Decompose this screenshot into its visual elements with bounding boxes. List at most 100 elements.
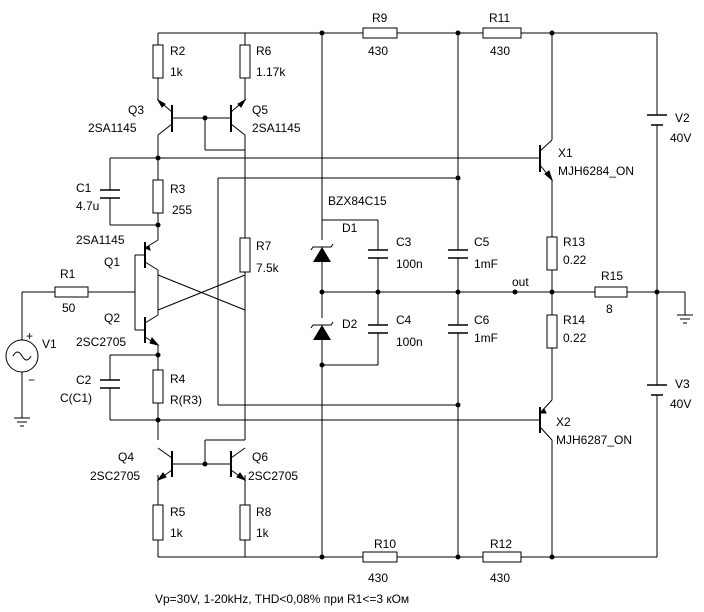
capacitors [100,189,468,389]
r10-value: 430 [368,571,388,585]
q5-model: 2SA1145 [252,121,301,135]
r11-body [482,27,522,39]
transistors [135,98,554,482]
c6-name: C6 [474,313,490,327]
r10-name: R10 [374,537,396,551]
r7-value: 7.5k [256,261,280,275]
d1-name: D1 [342,221,358,235]
d1-bar [310,243,334,251]
q4-model: 2SC2705 [90,469,140,483]
r1-value: 50 [62,301,76,315]
r2-name: R2 [170,44,186,58]
r5-body [152,504,164,541]
r14-body [546,314,558,349]
c2-name: C2 [76,373,92,387]
r8-name: R8 [256,505,272,519]
x1-name: X1 [558,146,573,160]
d2-body [313,325,331,340]
r6-value: 1.17k [256,65,286,79]
c6-value: 1mF [474,331,498,345]
r6-name: R6 [256,44,272,58]
resistors [54,27,628,563]
labels: R9 430 R11 430 R2 1k R6 1.17k Q3 2SA1145… [26,11,691,606]
r14-name: R14 [563,313,585,327]
r15-name: R15 [601,269,623,283]
c1-value: 4.7u [76,199,99,213]
r14-value: 0.22 [563,331,587,345]
q1-symbol [135,239,159,271]
r11-value: 430 [490,44,510,58]
v2-name: V2 [675,111,690,125]
ground-symbol-right [677,314,693,324]
v1-source [5,339,39,373]
r15-value: 8 [606,302,613,316]
v1-plus: + [26,329,33,343]
q3-model: 2SA1145 [88,121,137,135]
r9-name: R9 [372,11,388,25]
q1-name: Q1 [104,255,120,269]
d1-body [313,247,331,262]
r4-name: R4 [170,372,186,386]
r2-body [152,44,164,79]
c5-value: 1mF [474,257,498,271]
q4-symbol [156,447,178,482]
q2-symbol [135,314,160,346]
c2-value: C(C1) [60,391,92,405]
q5-symbol [225,98,247,136]
r13-value: 0.22 [563,253,587,267]
junctions [155,30,660,560]
v3-name: V3 [675,377,690,391]
q3-name: Q3 [128,103,144,117]
r13-name: R13 [563,235,585,249]
r7-body [239,237,251,273]
c4-name: C4 [396,313,412,327]
x2-model: MJH6287_ON [556,433,632,447]
r5-name: R5 [170,505,186,519]
r12-value: 430 [490,571,510,585]
q3-symbol [156,98,178,136]
r4-body [152,369,164,404]
caption: Vp=30V, 1-20kHz, THD<0,08% при R1<=3 кОм [155,592,409,606]
x1-model: MJH6284_ON [558,164,634,178]
r11-name: R11 [489,11,510,25]
v1-name: V1 [42,337,57,351]
c3-value: 100n [396,257,423,271]
ground-symbol-left [14,417,30,427]
r12-name: R12 [490,537,512,551]
r4-value: R(R3) [170,393,202,407]
v2-value: 40V [670,131,691,145]
v2-battery [647,114,667,145]
r12-body [482,551,522,563]
c1-name: C1 [76,181,92,195]
r8-value: 1k [256,526,270,540]
c3-name: C3 [396,235,412,249]
r3-body [152,179,164,214]
q1-model: 2SA1145 [76,233,125,247]
c4-value: 100n [396,335,423,349]
r5-value: 1k [170,526,184,540]
zener-diodes [310,243,334,340]
r1-name: R1 [60,267,76,281]
r6-body [239,44,251,79]
q6-model: 2SC2705 [248,469,298,483]
v3-value: 40V [670,397,691,411]
r3-value: 255 [172,203,192,217]
q2-model: 2SC2705 [76,335,126,349]
r15-body [594,286,628,298]
r9-body [362,27,398,39]
d1-model: BZX84C15 [328,194,387,208]
c5-name: C5 [474,235,490,249]
r9-value: 430 [368,44,388,58]
r7-name: R7 [256,239,272,253]
q4-name: Q4 [118,450,134,464]
r10-body [362,551,398,563]
q2-name: Q2 [104,311,120,325]
v3-battery [647,375,667,400]
q6-symbol [225,447,247,482]
x1-symbol [535,139,554,182]
r8-body [239,504,251,541]
x2-symbol [535,399,553,441]
q6-name: Q6 [252,450,268,464]
d2-name: D2 [342,317,358,331]
